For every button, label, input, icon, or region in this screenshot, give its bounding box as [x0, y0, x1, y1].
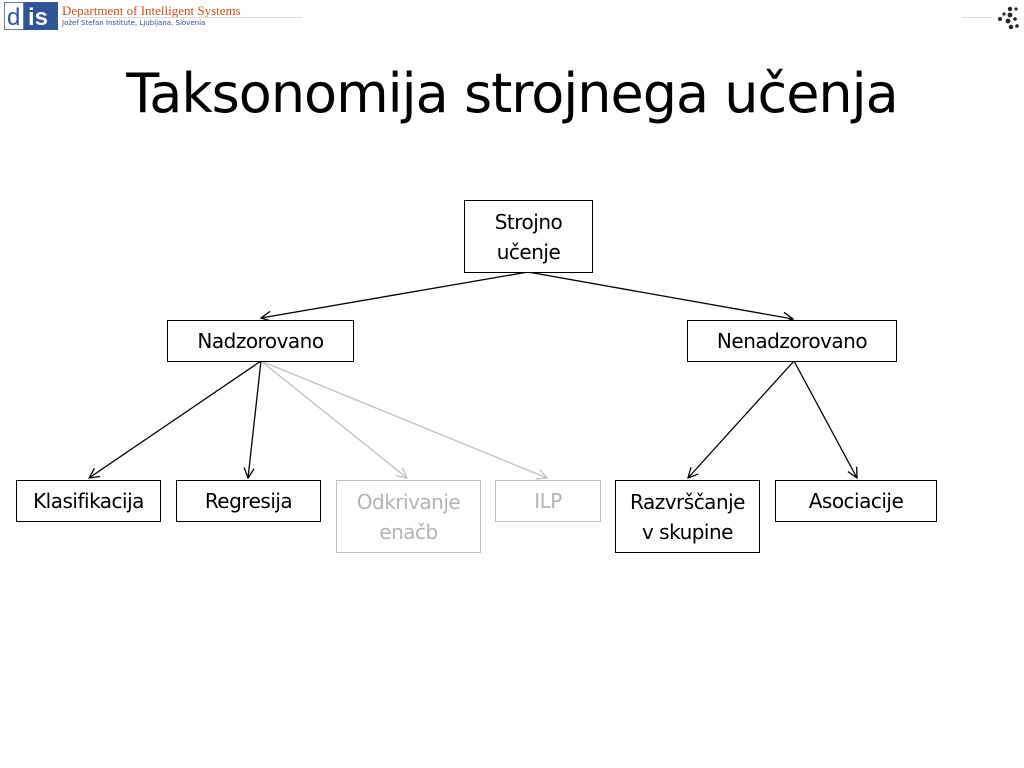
slide-header: d is Department of Intelligent Systems J… [0, 0, 1024, 40]
dis-logo-icon: d is [4, 2, 58, 30]
node-clustering-line1: Razvrščanje [630, 489, 745, 514]
edge-supervised-regression [248, 360, 262, 478]
node-regression-label: Regresija [204, 489, 293, 513]
node-equation-discovery-line2: enačb [379, 519, 438, 544]
edge-root-unsupervised [527, 271, 793, 319]
edge-supervised-classification [89, 360, 262, 478]
dots-logo-icon [998, 6, 1019, 30]
node-clustering-line2: v skupine [641, 519, 733, 544]
node-regression: Regresija [176, 480, 321, 522]
node-root-line2: učenje [496, 239, 561, 264]
node-supervised: Nadzorovano [167, 320, 354, 362]
org-subtitle: Jožef Stefan Institute, Ljubljana, Slove… [62, 19, 206, 27]
node-supervised-label: Nadzorovano [197, 329, 324, 353]
svg-text:is: is [28, 4, 48, 30]
node-association-label: Asociacije [808, 489, 904, 513]
node-ilp-label: ILP [534, 489, 562, 513]
edge-unsupervised-clustering [688, 360, 795, 478]
edge-supervised-equation-discovery [260, 360, 407, 478]
edge-supervised-ilp [260, 360, 547, 478]
slide-title: Taksonomija strojnega učenja [126, 62, 899, 125]
org-name: Department of Intelligent Systems [62, 3, 241, 18]
node-unsupervised-label: Nenadzorovano [716, 329, 868, 353]
header-divider [62, 17, 302, 18]
node-clustering: Razvrščanje v skupine [615, 480, 760, 553]
node-association: Asociacije [775, 480, 937, 522]
node-classification: Klasifikacija [16, 480, 161, 522]
node-classification-label: Klasifikacija [33, 489, 144, 513]
node-ilp: ILP [495, 480, 601, 522]
node-root-line1: Strojno [494, 209, 563, 234]
node-root: Strojno učenje [464, 200, 593, 273]
header-divider-right [962, 17, 992, 18]
node-equation-discovery-line1: Odkrivanje [356, 489, 461, 514]
node-unsupervised: Nenadzorovano [687, 320, 897, 362]
node-equation-discovery: Odkrivanje enačb [336, 480, 481, 553]
svg-text:d: d [7, 4, 20, 30]
edge-root-supervised [261, 271, 529, 318]
edge-unsupervised-association [793, 360, 857, 478]
